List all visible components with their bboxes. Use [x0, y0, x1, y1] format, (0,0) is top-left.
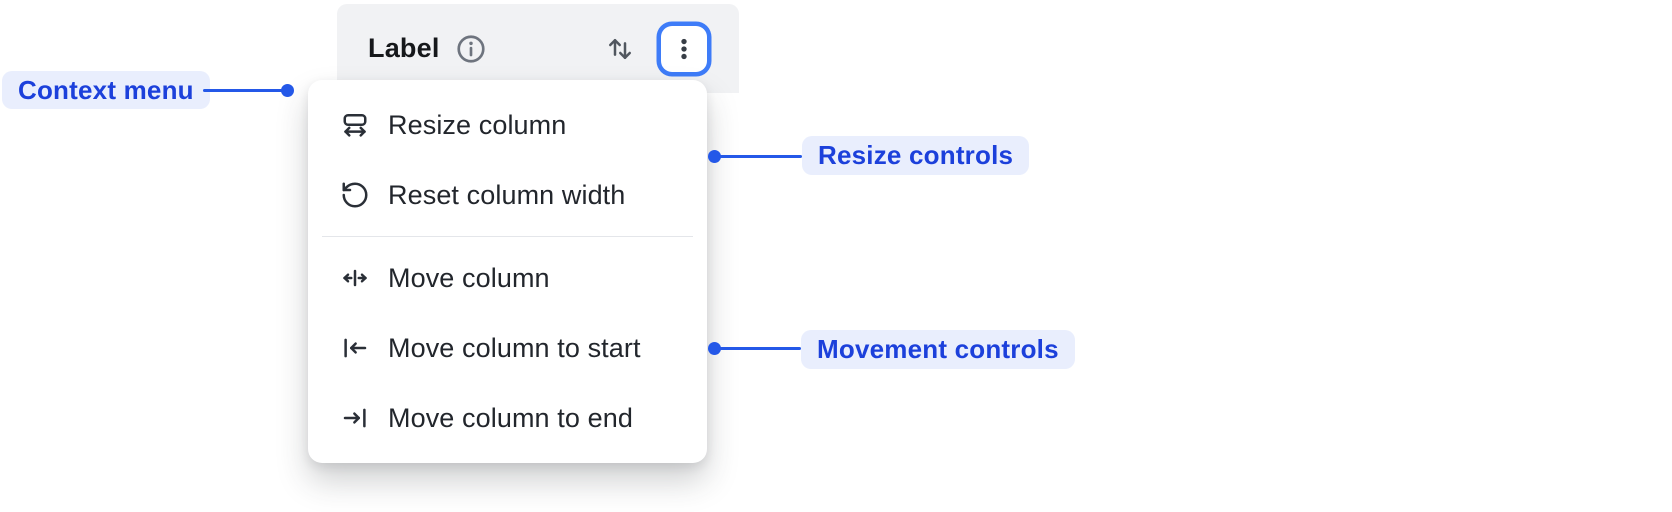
column-menu-button[interactable] — [661, 25, 707, 72]
column-context-menu: Resize column Reset column width — [308, 80, 707, 463]
rotate-ccw-icon — [340, 180, 370, 210]
move-horizontal-icon — [340, 263, 370, 293]
connector-line-context-menu — [203, 89, 288, 92]
connector-dot-movement-controls — [708, 342, 721, 355]
menu-item-reset-column-width[interactable]: Reset column width — [308, 160, 707, 230]
resize-column-icon — [340, 110, 370, 140]
menu-item-move-column[interactable]: Move column — [308, 243, 707, 313]
arrow-right-to-line-icon — [340, 403, 370, 433]
menu-item-label: Resize column — [388, 109, 567, 140]
menu-item-label: Move column to end — [388, 402, 633, 433]
connector-dot-context-menu — [281, 84, 294, 97]
annotation-movement-controls: Movement controls — [801, 330, 1075, 369]
column-header: Label — [337, 4, 739, 93]
menu-item-label: Reset column width — [388, 179, 626, 210]
annotation-context-menu: Context menu — [2, 71, 210, 109]
menu-item-resize-column[interactable]: Resize column — [308, 90, 707, 160]
arrow-left-to-line-icon — [340, 333, 370, 363]
connector-line-movement-controls — [714, 347, 801, 350]
connector-dot-resize-controls — [708, 150, 721, 163]
menu-divider — [322, 236, 693, 237]
sort-arrows-icon[interactable] — [605, 34, 635, 64]
menu-item-label: Move column — [388, 262, 550, 293]
menu-item-move-column-to-end[interactable]: Move column to end — [308, 383, 707, 453]
kebab-menu-icon — [670, 35, 698, 63]
menu-item-label: Move column to start — [388, 332, 641, 363]
connector-line-resize-controls — [714, 155, 802, 158]
annotation-resize-controls: Resize controls — [802, 136, 1030, 175]
menu-item-move-column-to-start[interactable]: Move column to start — [308, 313, 707, 383]
info-icon[interactable] — [455, 33, 487, 65]
column-title: Label — [368, 33, 440, 63]
